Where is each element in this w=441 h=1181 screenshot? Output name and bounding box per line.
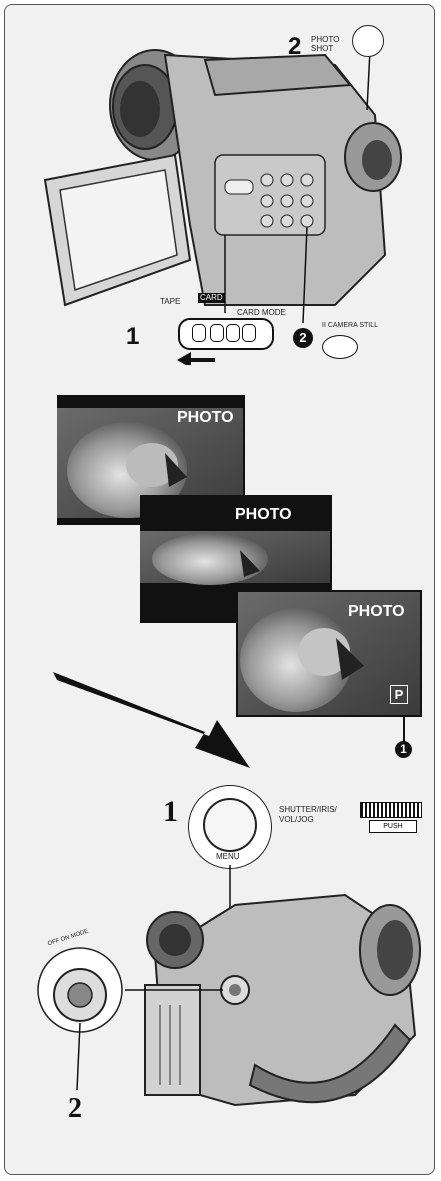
camera-still-label: II CAMERA STILL xyxy=(322,322,379,329)
screen1-photo-text: PHOTO xyxy=(177,409,234,426)
step2-number-top: 2 xyxy=(288,33,302,60)
card-label: CARD xyxy=(198,293,225,303)
push-label: PUSH xyxy=(369,820,417,833)
step2-number-bottom: 2 xyxy=(68,1093,82,1124)
screen-photo-3: PHOTO P xyxy=(236,590,422,717)
page-frame: 2 PHOTO SHOT 1 TAPE CARD CARD MODE 2 II … xyxy=(4,4,435,1175)
screen3-photo-text: PHOTO xyxy=(348,603,405,620)
photo-shot-label-line1: PHOTO xyxy=(311,35,340,44)
tape-label: TAPE xyxy=(160,297,181,306)
screen2-photo-text: PHOTO xyxy=(235,506,292,523)
callout-1-line xyxy=(403,715,405,743)
menu-button-housing: MENU xyxy=(188,785,272,869)
photo-shot-button[interactable] xyxy=(352,25,384,57)
mode-dial[interactable] xyxy=(57,971,103,1017)
lion-image-2 xyxy=(140,531,330,585)
shutter-label-line1: SHUTTER/IRIS/ xyxy=(279,805,337,814)
photo-shot-label-line2: SHOT xyxy=(311,44,334,53)
menu-label: MENU xyxy=(216,852,240,861)
step1-number-top: 1 xyxy=(126,323,140,350)
picture-mode-indicator: P xyxy=(390,685,408,704)
camera-still-button[interactable] xyxy=(322,335,358,359)
camera-drawing-bottom xyxy=(37,865,421,1107)
callout-2-top: 2 xyxy=(293,328,313,348)
shutter-label-line2: VOL/JOG xyxy=(279,815,314,824)
tape-card-switch[interactable] xyxy=(178,318,274,350)
step1-number-bottom: 1 xyxy=(163,795,178,828)
big-arrow-icon xyxy=(53,672,250,768)
lion-image-3 xyxy=(238,592,420,715)
callout-1: 1 xyxy=(395,741,412,758)
camera-drawing-top xyxy=(43,49,402,365)
jog-dial-icon[interactable] xyxy=(360,802,422,818)
menu-button[interactable] xyxy=(203,798,257,852)
push-label-text: PUSH xyxy=(383,823,403,830)
card-mode-label: CARD MODE xyxy=(237,308,286,317)
